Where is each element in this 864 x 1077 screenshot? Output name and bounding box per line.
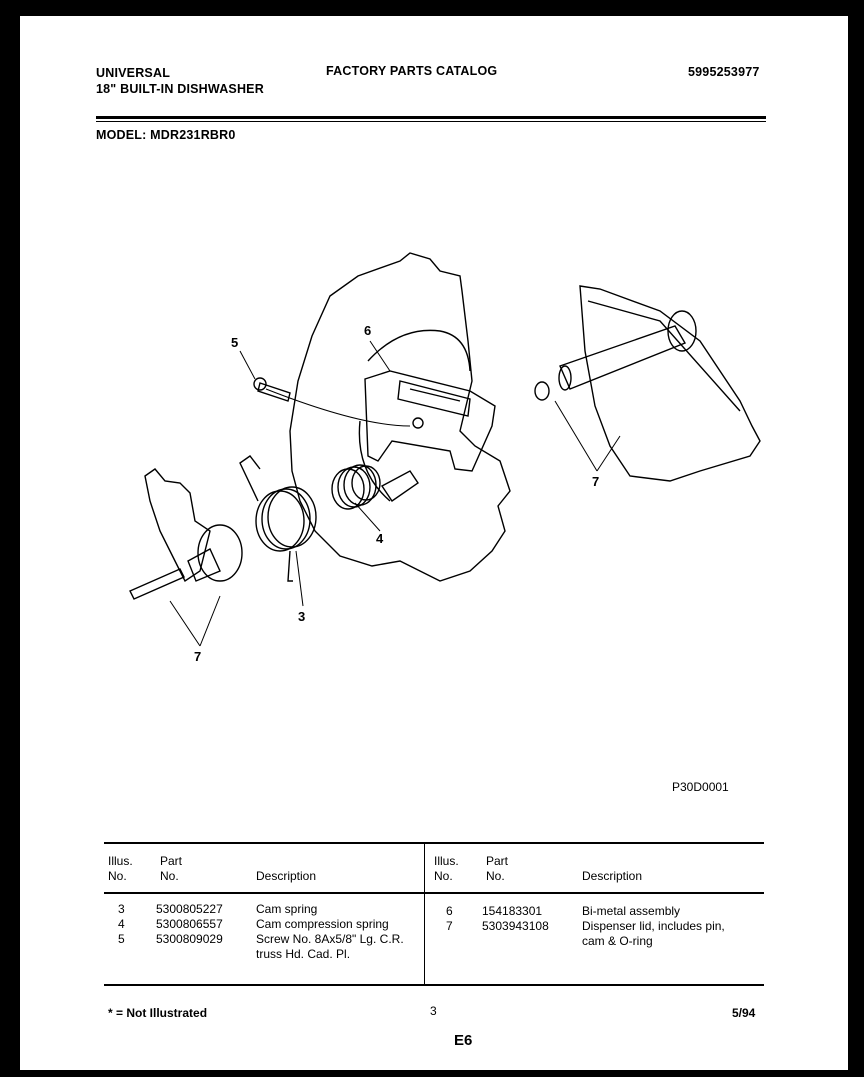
callout-7-cam: 7: [194, 649, 201, 664]
header-illus-2-right: No.: [434, 869, 453, 883]
row-desc: Screw No. 8Ax5/8" Lg. C.R.: [256, 932, 404, 946]
header-rule: [96, 116, 766, 119]
row-illus: 5: [118, 932, 125, 946]
row-desc: Cam compression spring: [256, 917, 389, 931]
bimetal-assembly: [364, 370, 496, 472]
row-illus: 4: [118, 917, 125, 931]
row-illus: 6: [446, 904, 453, 918]
header-illus-1-right: Illus.: [434, 854, 459, 868]
row-part: 5300806557: [156, 917, 223, 931]
row-illus: 3: [118, 902, 125, 916]
row-desc: Dispenser lid, includes pin,: [582, 919, 725, 933]
catalog-date: 5/94: [732, 1006, 756, 1020]
callout-6: 6: [364, 323, 371, 338]
row-part: 5300809029: [156, 932, 223, 946]
dispenser-lid: [579, 285, 761, 482]
parts-table: Illus. No. Part No. Description Illus. N…: [104, 842, 764, 986]
compression-spring: [331, 464, 381, 510]
product-name: 18" BUILT-IN DISHWASHER: [96, 82, 264, 96]
header-desc-right: Description: [582, 869, 643, 883]
dispenser-body: [289, 252, 511, 582]
table-divider: [424, 844, 425, 984]
brand-name: UNIVERSAL: [96, 66, 171, 80]
row-illus: 7: [446, 919, 453, 933]
row-desc: Bi-metal assembly: [582, 904, 681, 918]
table-header-rule: [104, 892, 764, 894]
model-label: MODEL: MDR231RBR0: [96, 128, 236, 142]
header-illus-1: Illus.: [108, 854, 133, 868]
diagram-code: P30D0001: [672, 780, 729, 794]
row-desc-cont: truss Hd. Cad. Pl.: [256, 947, 351, 961]
row-part: 154183301: [482, 904, 543, 918]
header-part-2-right: No.: [486, 869, 505, 883]
header-part-1-right: Part: [486, 854, 509, 868]
o-ring: [534, 381, 550, 401]
callout-4: 4: [376, 531, 384, 546]
header-desc: Description: [256, 869, 317, 883]
catalog-number: 5995253977: [688, 65, 760, 79]
row-part: 5300805227: [156, 902, 223, 916]
cam: [129, 468, 243, 600]
callout-5: 5: [231, 335, 238, 350]
catalog-page: UNIVERSAL 18" BUILT-IN DISHWASHER FACTOR…: [20, 16, 848, 1070]
exploded-parts-diagram: 5 6 7 4 3 7: [129, 252, 761, 664]
header-part-2: No.: [160, 869, 179, 883]
screw: [257, 382, 291, 402]
header-part-1: Part: [160, 854, 183, 868]
callout-3: 3: [298, 609, 305, 624]
callout-7-lid: 7: [592, 474, 599, 489]
page-number: 3: [430, 1004, 437, 1018]
header-illus-2: No.: [108, 869, 127, 883]
header-rule-thin: [96, 121, 766, 122]
row-desc: Cam spring: [256, 902, 318, 916]
row-desc-cont: cam & O-ring: [582, 934, 653, 948]
cam-spring: [239, 455, 317, 582]
catalog-title: FACTORY PARTS CATALOG: [326, 64, 498, 78]
row-part: 5303943108: [482, 919, 549, 933]
section-code: E6: [454, 1032, 473, 1049]
not-illustrated-note: * = Not Illustrated: [108, 1006, 208, 1020]
